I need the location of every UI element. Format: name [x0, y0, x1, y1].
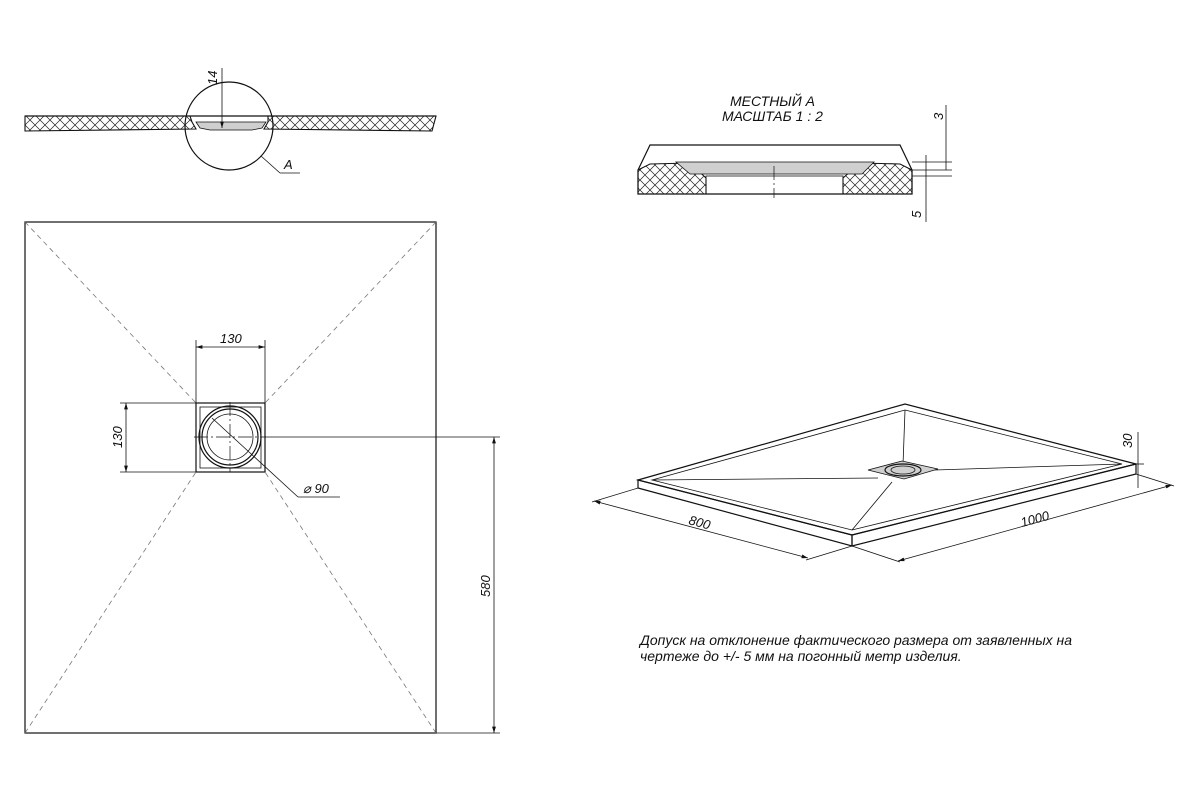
dim-drain-height: 130 [110, 426, 125, 448]
dim-width-text: 800 [687, 512, 713, 532]
dim-drain-diameter: ⌀ 90 [303, 481, 330, 496]
dim-800-ext-l [591, 487, 639, 503]
dim-1000-ext-r [1135, 473, 1175, 487]
detail-drain-body [705, 175, 844, 195]
slope-line-tr [264, 221, 437, 404]
tray-outline [24, 221, 437, 734]
section-view: A 14 [24, 68, 437, 174]
note-line2: чертеже до +/- 5 мм на погонный метр изд… [640, 648, 962, 664]
detail-view: МЕСТНЫЙ А МАСШТАБ 1 : 2 3 5 [637, 92, 952, 222]
dim-800-ext-r [805, 545, 853, 561]
dim-800-line [593, 500, 809, 559]
callout-leader [260, 155, 281, 174]
slope-line-br [264, 471, 437, 734]
callout-label: A [283, 157, 293, 172]
dim-drain-width: 130 [220, 331, 242, 346]
iso-slope-4 [851, 481, 893, 531]
dim-1000-line [897, 484, 1173, 562]
detail-title-line2: МАСШТАБ 1 : 2 [722, 108, 823, 124]
section-drain [195, 121, 267, 131]
dim-drain-offset: 580 [478, 575, 493, 597]
iso-front-left-face [637, 479, 853, 547]
dim-top-text: 3 [931, 112, 946, 120]
dim-dia-leader [211, 417, 299, 498]
plan-view: 130 130 ⌀ 90 580 [24, 221, 500, 734]
detail-callout-circle [184, 81, 274, 171]
drain-square [195, 402, 266, 473]
tolerance-note: Допуск на отклонение фактического размер… [638, 632, 1072, 664]
iso-drain-hole [890, 465, 916, 475]
detail-title-line1: МЕСТНЫЙ А [730, 92, 815, 109]
iso-slope-2 [902, 409, 906, 466]
note-line1: Допуск на отклонение фактического размер… [638, 632, 1072, 648]
iso-drain-ring [884, 463, 922, 477]
dim-bottom-text: 5 [909, 210, 924, 218]
slope-line-bl [24, 471, 197, 734]
section-profile-right [263, 115, 437, 132]
dim-1000-ext-l [851, 545, 901, 563]
iso-slope-3 [934, 463, 1123, 471]
dim-height-text: 30 [1120, 433, 1135, 448]
iso-view: 800 1000 30 [591, 403, 1175, 563]
detail-drain [674, 161, 875, 175]
iso-slope-1 [651, 477, 879, 481]
dim-depth-text: 14 [205, 71, 220, 85]
iso-drain [867, 460, 939, 480]
dim-length-text: 1000 [1019, 508, 1052, 530]
section-profile-left [24, 115, 197, 132]
slope-line-tl [24, 221, 197, 404]
